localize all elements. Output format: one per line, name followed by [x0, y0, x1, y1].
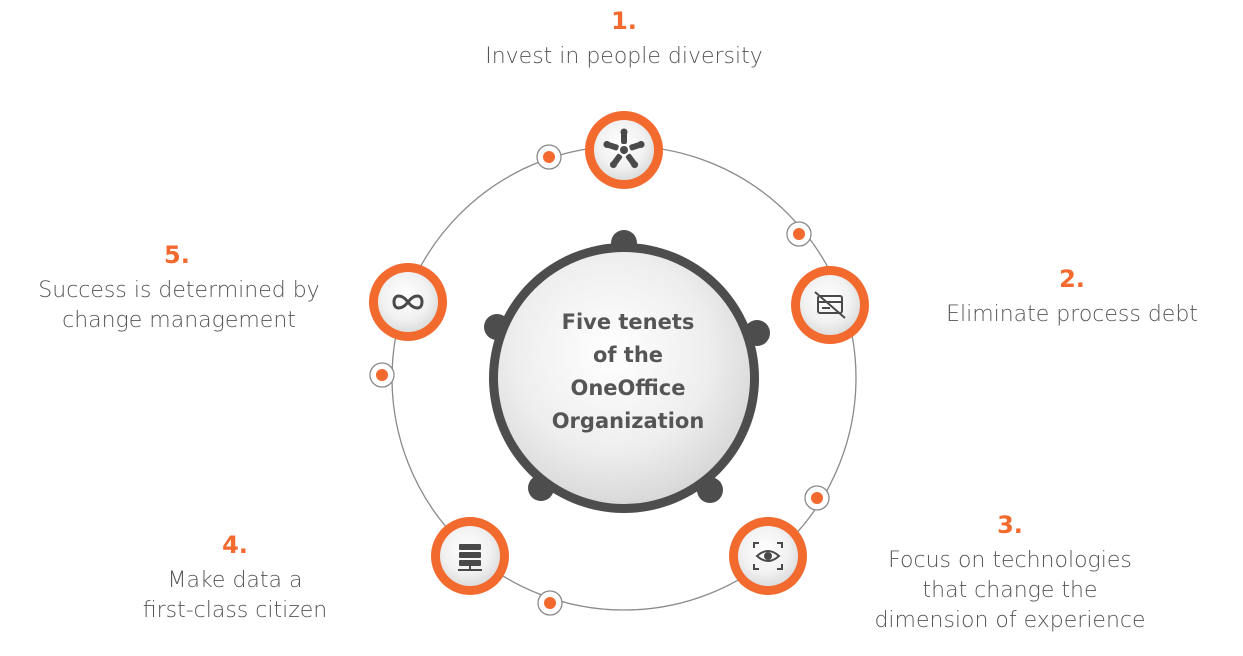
node-5: [369, 263, 447, 341]
ring-marker: [537, 590, 563, 616]
tenet-text: change management: [62, 308, 296, 333]
center-title-line: of the: [592, 343, 664, 367]
tenet-text: dimension of experience: [874, 608, 1146, 633]
server-stack-icon: [458, 544, 482, 571]
tenet-text: Success is determined by: [38, 278, 320, 303]
ring-marker: [369, 362, 395, 388]
tenet-5-label: 5. Success is determined by change manag…: [4, 240, 354, 336]
center-title-line: Organization: [551, 409, 705, 433]
tenet-text: Eliminate process debt: [946, 302, 1198, 327]
ring-marker: [804, 485, 830, 511]
tenet-text: Focus on technologies: [888, 548, 1132, 573]
ring-marker: [786, 221, 812, 247]
infinity-icon: [392, 294, 424, 310]
node-1: [585, 111, 663, 189]
tenet-number: 4.: [222, 531, 248, 559]
tenet-text: first-class citizen: [142, 598, 328, 623]
tenet-text: Invest in people diversity: [485, 44, 763, 69]
tenet-text: Make data a: [167, 568, 303, 593]
node-2: [791, 266, 869, 344]
eye-scan-icon: [753, 542, 783, 570]
tenet-2-label: 2. Eliminate process debt: [905, 264, 1239, 330]
tenet-3-label: 3. Focus on technologies that change the…: [840, 510, 1180, 636]
tenet-1-label: 1. Invest in people diversity: [424, 6, 824, 72]
tenet-number: 1.: [611, 7, 637, 35]
center-disc: [498, 252, 750, 504]
tenet-number: 3.: [997, 511, 1023, 539]
center-hub: [484, 230, 770, 513]
node-4: [431, 517, 509, 595]
tenet-number: 5.: [164, 241, 190, 269]
node-3: [729, 517, 807, 595]
card-crossed-icon: [814, 291, 846, 319]
center-title: Five tenets of the OneOffice Organizatio…: [518, 306, 738, 438]
tenet-number: 2.: [1059, 265, 1085, 293]
tenet-4-label: 4. Make data a first-class citizen: [110, 530, 360, 626]
ring-markers: [369, 144, 830, 616]
ring-marker: [536, 144, 562, 170]
center-title-line: OneOffice: [570, 376, 686, 400]
hands-circle-icon: [603, 128, 645, 169]
center-title-line: Five tenets: [561, 310, 695, 334]
tenet-text: that change the: [922, 578, 1098, 603]
